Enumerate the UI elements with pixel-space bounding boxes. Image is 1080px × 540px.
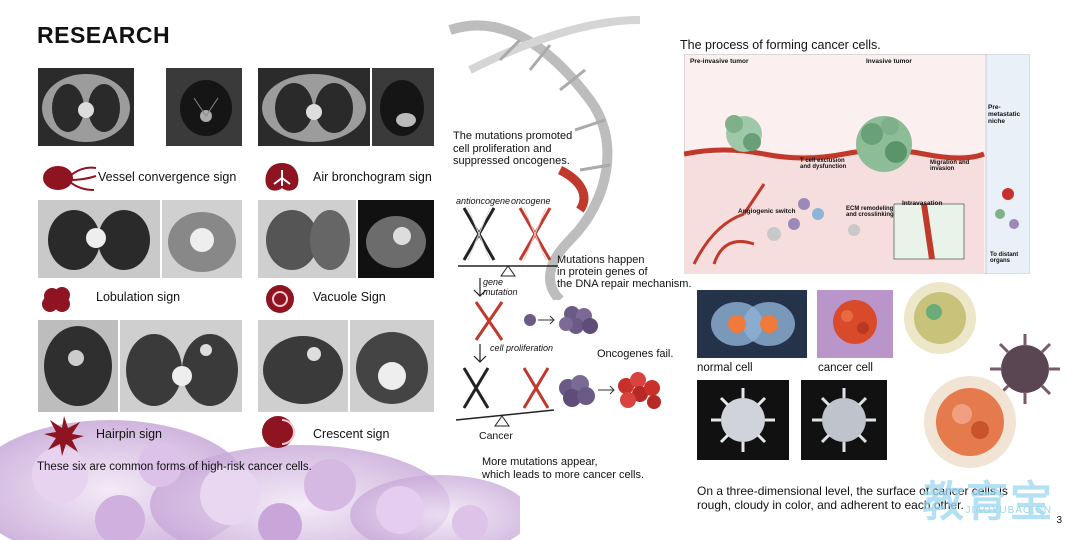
note-line: in protein genes of	[557, 266, 648, 278]
to-distant-label: To distant organs	[990, 252, 1019, 264]
vacuole-icon	[266, 285, 294, 313]
ct-scan-image	[38, 200, 160, 278]
arrow-down-icon	[473, 344, 487, 363]
hairpin-icon	[44, 416, 84, 456]
virus-model-image	[697, 380, 789, 460]
oncogene-label: oncogene	[511, 196, 551, 206]
cell-proliferation-label: cell proliferation	[490, 343, 554, 353]
chromosome-icon	[474, 301, 504, 341]
more-mutations-note: More mutations appear, which leads to mo…	[482, 456, 644, 481]
ct-scan-image	[258, 200, 356, 278]
watermark-logo: 教育宝	[921, 478, 1054, 525]
note-line: which leads to more cancer cells.	[482, 468, 645, 481]
arrow-down-icon	[473, 278, 487, 297]
sign-label: Vacuole Sign	[313, 290, 386, 304]
cancer-cell-image	[817, 290, 893, 358]
ct-scan-image	[258, 68, 370, 146]
petri-dish-image	[904, 282, 976, 354]
virus-image	[990, 334, 1060, 404]
ct-scan-zoom-image	[162, 200, 242, 278]
pre-metastatic-label: Pre-metastatic niche	[988, 104, 1021, 125]
watermark-url: JIAOYUBAO.CN	[965, 505, 1052, 516]
page-number: 3	[1056, 515, 1062, 526]
antioncogene-label: antioncogene	[456, 196, 511, 206]
note-line: The mutations promoted	[453, 130, 573, 142]
mutations-note: The mutations promoted cell proliferatio…	[453, 130, 572, 168]
sign-label: Lobulation sign	[96, 290, 181, 304]
label-line: mutation	[483, 287, 518, 297]
air-bronchogram-icon	[265, 163, 299, 191]
note-line: Mutations happen	[557, 254, 645, 266]
process-title: The process of forming cancer cells.	[680, 38, 881, 52]
note-line: suppressed oncogenes.	[453, 155, 570, 167]
ct-scan-image	[258, 320, 348, 412]
cancer-cell-mass-image	[0, 420, 520, 540]
normal-cell-label: normal cell	[697, 362, 753, 374]
cells-summary: On a three-dimensional level, the surfac…	[697, 484, 1008, 512]
label-line: gene	[483, 277, 504, 287]
note-line: cell proliferation and	[453, 142, 552, 155]
ct-scan-image	[38, 68, 134, 146]
tumor-progression-diagram	[684, 54, 1030, 274]
gene-mutation-label: gene mutation	[483, 277, 518, 297]
summary-line: rough, cloudy in color, and adherent to …	[697, 498, 964, 512]
ct-scan-zoom-image	[350, 320, 434, 412]
ct-scan-zoom-image	[166, 68, 242, 146]
signs-summary: These six are common forms of high-risk …	[37, 461, 312, 473]
migration-label: Migration and invasion	[930, 160, 970, 172]
lobulation-icon	[42, 287, 70, 312]
intravasation-label: Intravasation	[902, 200, 943, 207]
ct-scan-zoom-image	[120, 320, 242, 412]
vessel-convergence-icon	[43, 166, 97, 191]
petri-dish-image	[924, 376, 1016, 468]
ct-scan-zoom-image	[372, 68, 434, 146]
note-line: More mutations appear,	[482, 456, 598, 468]
invasive-label: Invasive tumor	[866, 58, 912, 65]
cancer-balance-diagram	[455, 367, 661, 427]
t-cell-label: T cell exclusion and dysfunction	[800, 158, 847, 170]
page-title: RESEARCH	[37, 22, 171, 48]
ct-scan-zoom-image	[358, 200, 434, 278]
normal-cell-image	[697, 290, 807, 358]
cell-cluster-image	[524, 306, 598, 334]
ecm-label: ECM remodeling and crosslinking	[846, 206, 894, 218]
ct-scan-image	[38, 320, 118, 412]
cancer-label: Cancer	[479, 430, 513, 442]
dna-repair-note: Mutations happen in protein genes of the…	[557, 254, 692, 290]
pre-invasive-label: Pre-invasive tumor	[690, 58, 749, 65]
oncogenes-fail-label: Oncogenes fail.	[597, 348, 674, 360]
virus-model-image	[801, 380, 887, 460]
note-line: the DNA repair mechanism.	[557, 278, 692, 290]
cancer-cell-label: cancer cell	[818, 362, 873, 374]
sign-label: Crescent sign	[313, 427, 390, 441]
chromosome-balance-diagram	[458, 207, 558, 277]
sign-label: Vessel convergence sign	[98, 170, 237, 184]
sign-label: Hairpin sign	[96, 427, 163, 441]
summary-line: On a three-dimensional level, the surfac…	[697, 484, 1008, 498]
angiogenic-switch-label: Angiogenic switch	[738, 208, 796, 215]
sign-label: Air bronchogram sign	[313, 170, 432, 184]
crescent-icon	[262, 416, 295, 448]
